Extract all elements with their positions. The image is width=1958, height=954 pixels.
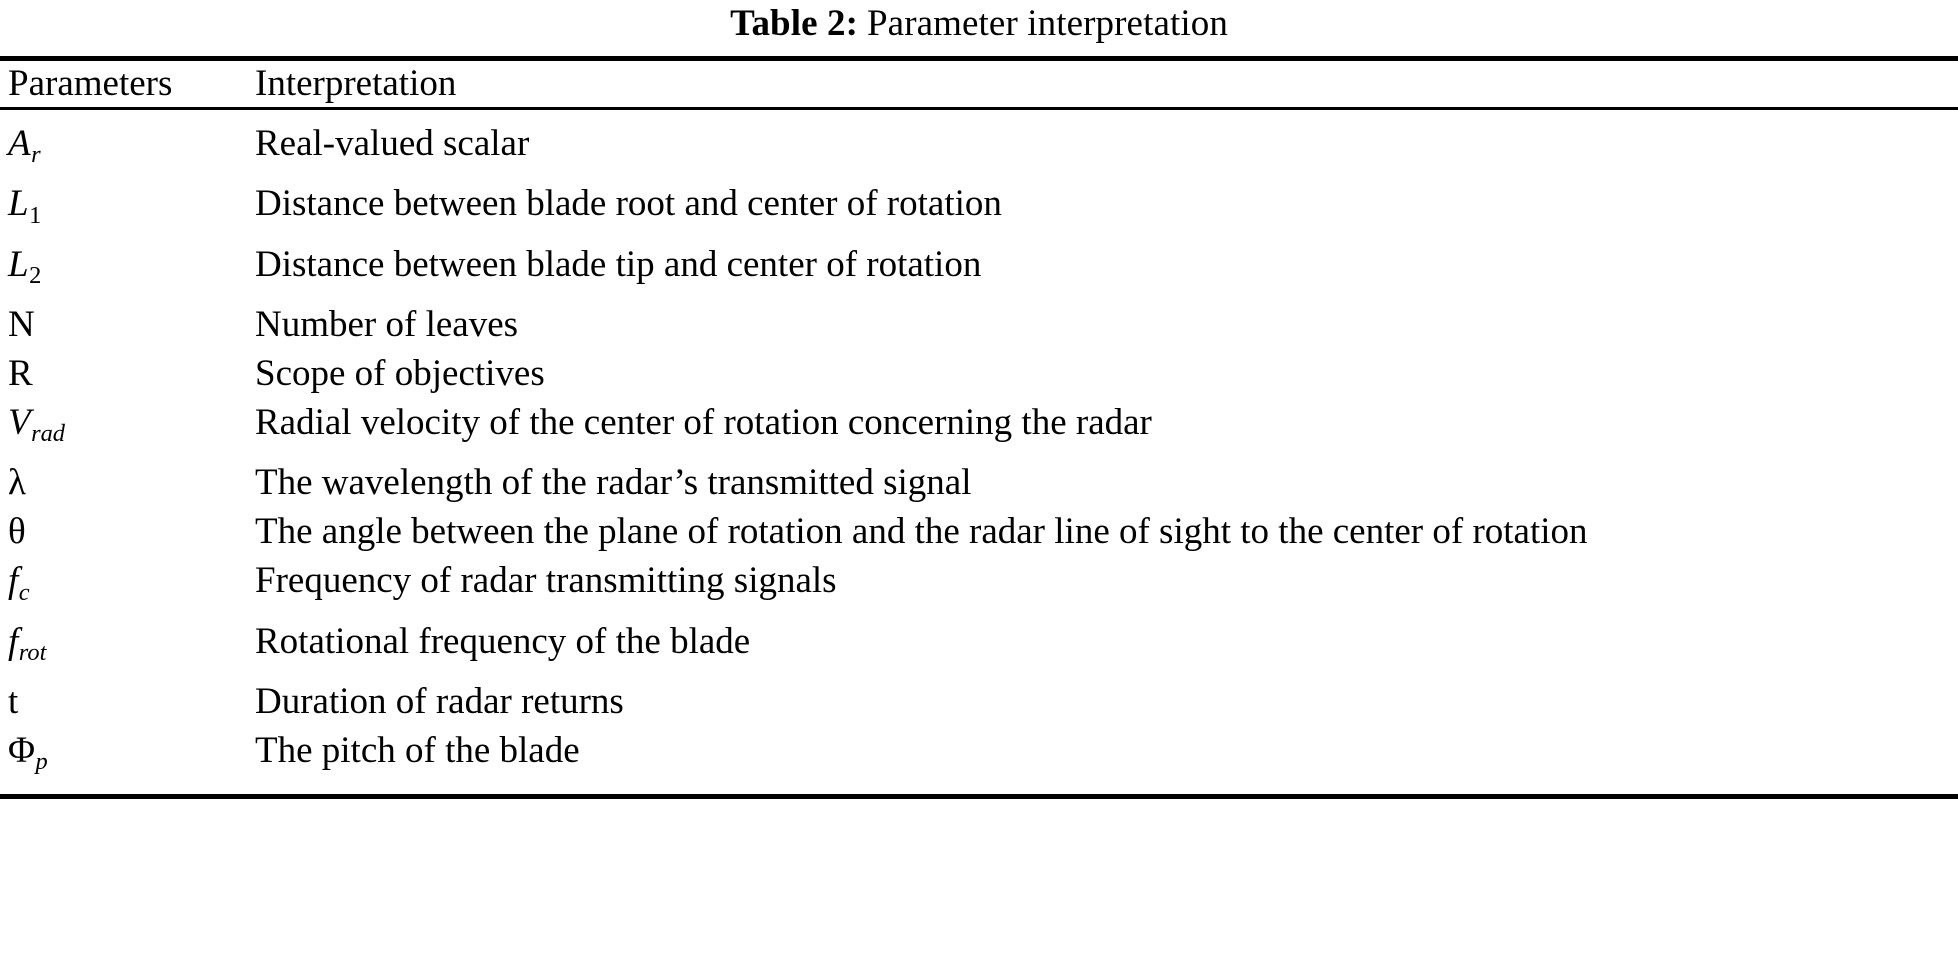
interpretation-cell: Radial velocity of the center of rotatio… xyxy=(255,401,1152,443)
symbol-base: λ xyxy=(8,462,26,504)
table-row: Vrad Radial velocity of the center of rot… xyxy=(0,398,1958,458)
symbol-base: L xyxy=(8,243,29,285)
table-caption: Table 2:Parameter interpretation xyxy=(0,0,1958,56)
parameter-symbol-cell: R xyxy=(0,349,247,398)
parameter-symbol: t xyxy=(8,677,18,726)
table-row: t Duration of radar returns xyxy=(0,677,1958,726)
parameter-symbol-cell: t xyxy=(0,677,247,726)
symbol-base: R xyxy=(8,352,33,394)
symbol-subscript: rot xyxy=(18,638,47,666)
parameter-symbol: L2 xyxy=(8,240,41,300)
parameter-symbol-cell: λ xyxy=(0,458,247,507)
interpretation-cell: Scope of objectives xyxy=(255,352,545,394)
symbol-base: f xyxy=(8,560,19,602)
symbol-base: L xyxy=(8,183,29,225)
table-row: L2 Distance between blade tip and center … xyxy=(0,240,1958,300)
parameter-symbol-cell: frot xyxy=(0,617,247,677)
parameter-symbol-cell: Vrad xyxy=(0,398,247,458)
parameter-symbol-cell: fc xyxy=(0,556,247,616)
table-bottom-rule xyxy=(0,794,1958,800)
parameter-symbol: L1 xyxy=(8,179,41,239)
parameter-symbol-cell: N xyxy=(0,300,247,349)
parameter-symbol-cell: Φp xyxy=(0,726,247,794)
symbol-base: f xyxy=(8,620,19,662)
table-row: Ar Real-valued scalar xyxy=(0,110,1958,179)
symbol-base: Φ xyxy=(8,729,36,771)
table-caption-label: Table 2: xyxy=(730,3,858,44)
interpretation-cell: Distance between blade root and center o… xyxy=(255,183,1002,225)
parameter-symbol: Vrad xyxy=(8,398,65,458)
parameter-symbol-cell: θ xyxy=(0,507,247,556)
table-2-container: Table 2:Parameter interpretation Paramet… xyxy=(0,0,1958,800)
symbol-base: θ xyxy=(8,511,26,553)
interpretation-cell: Real-valued scalar xyxy=(255,123,530,164)
symbol-base: N xyxy=(8,303,35,345)
interpretation-cell: Number of leaves xyxy=(255,303,519,345)
interpretation-cell: The wavelength of the radar’s transmitte… xyxy=(255,462,972,504)
table-row: L1 Distance between blade root and center… xyxy=(0,179,1958,239)
interpretation-cell: Frequency of radar transmitting signals xyxy=(255,560,837,602)
parameter-symbol: R xyxy=(8,349,33,398)
table-row: θ The angle between the plane of rotation… xyxy=(0,507,1958,556)
symbol-subscript: c xyxy=(18,578,30,606)
table-header: Parameters Interpretation xyxy=(0,61,1958,107)
symbol-base: A xyxy=(8,123,31,164)
symbol-subscript: p xyxy=(35,748,48,776)
parameter-symbol-cell: L1 xyxy=(0,179,247,239)
table-caption-text: Parameter interpretation xyxy=(867,3,1228,44)
interpretation-cell: Distance between blade tip and center of… xyxy=(255,243,982,285)
parameter-symbol: frot xyxy=(8,617,46,677)
interpretation-cell: The pitch of the blade xyxy=(255,729,580,771)
table-row: fc Frequency of radar transmitting signal… xyxy=(0,556,1958,616)
symbol-subscript: 2 xyxy=(29,261,42,289)
symbol-base: V xyxy=(8,401,31,443)
parameter-interpretation-table: Parameters Interpretation xyxy=(0,61,1958,107)
table-row: λ The wavelength of the radar’s transmitt… xyxy=(0,458,1958,507)
symbol-subscript: r xyxy=(31,141,41,169)
parameter-symbol-cell: L2 xyxy=(0,240,247,300)
table-header-rule xyxy=(0,107,1958,110)
parameter-symbol: θ xyxy=(8,507,26,556)
parameter-symbol: fc xyxy=(8,556,30,616)
interpretation-cell: Rotational frequency of the blade xyxy=(255,620,751,662)
symbol-subscript: rad xyxy=(31,420,66,448)
parameter-symbol: Φp xyxy=(8,726,48,786)
table-row: Φp The pitch of the blade xyxy=(0,726,1958,794)
table-top-rule xyxy=(0,56,1958,61)
table-row: N Number of leaves xyxy=(0,300,1958,349)
symbol-base: t xyxy=(8,680,19,722)
symbol-subscript: 1 xyxy=(29,201,42,229)
table-row: R Scope of objectives xyxy=(0,349,1958,398)
table-header-row: Parameters Interpretation xyxy=(0,61,1958,107)
interpretation-cell: The angle between the plane of rotation … xyxy=(255,511,1588,553)
interpretation-cell: Duration of radar returns xyxy=(255,680,624,722)
column-header-parameters: Parameters xyxy=(8,63,173,104)
column-header-interpretation: Interpretation xyxy=(255,63,457,104)
parameter-symbol-cell: Ar xyxy=(0,110,247,179)
parameter-symbol: Ar xyxy=(8,119,41,179)
parameter-symbol: λ xyxy=(8,458,26,507)
table-row: frot Rotational frequency of the blade xyxy=(0,617,1958,677)
parameter-symbol: N xyxy=(8,300,35,349)
